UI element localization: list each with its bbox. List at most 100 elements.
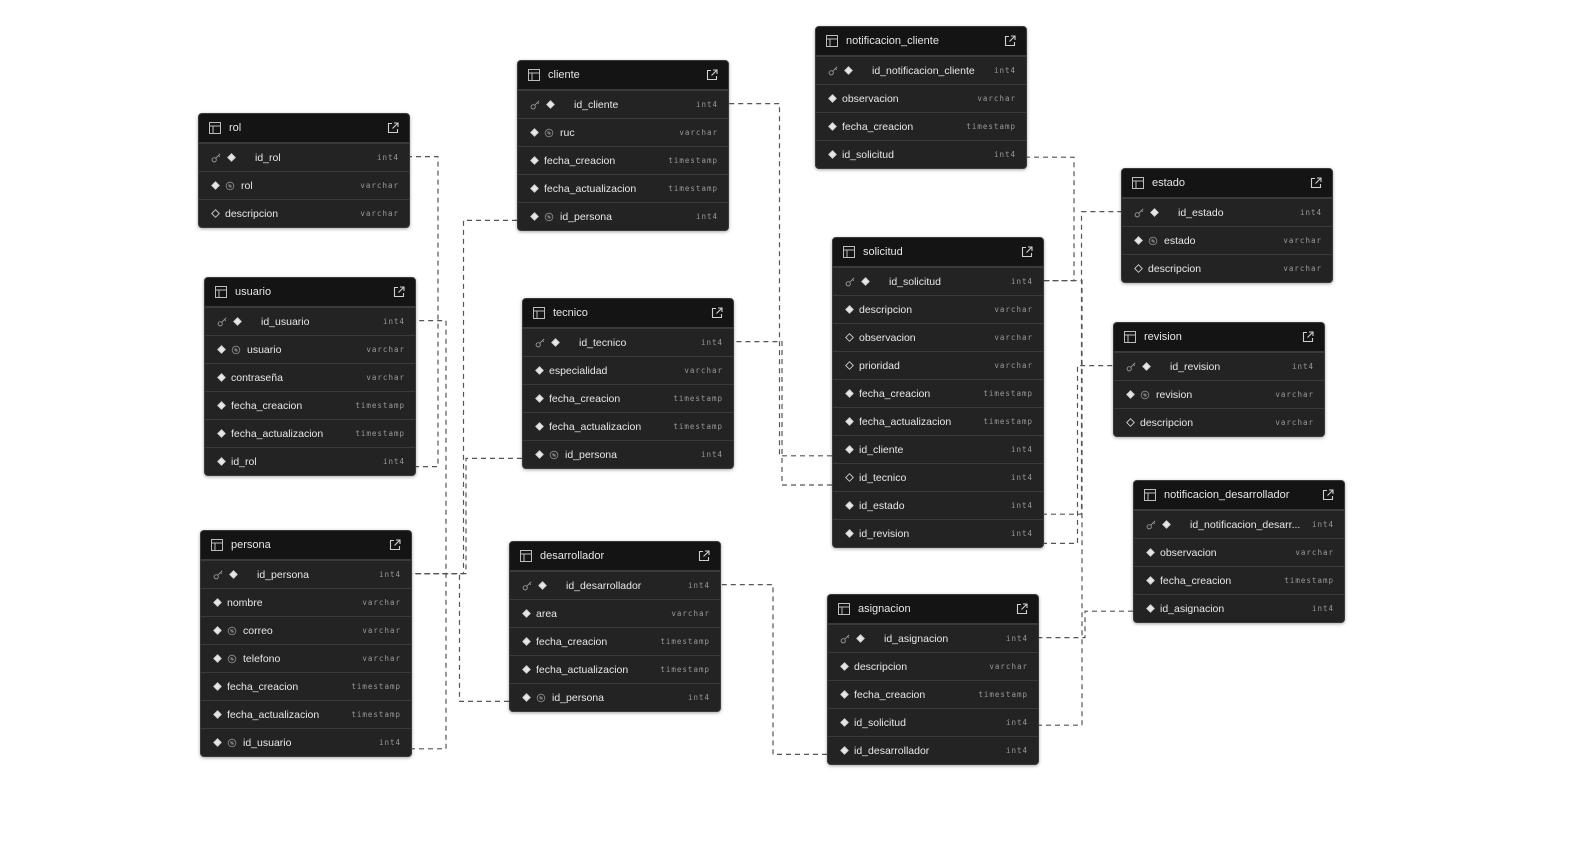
open-table-icon[interactable]: [698, 550, 710, 562]
table-header[interactable]: rol: [199, 114, 409, 143]
open-table-icon[interactable]: [389, 539, 401, 551]
table-header[interactable]: asignacion: [828, 595, 1038, 624]
table-header[interactable]: notificacion_desarrollador: [1134, 481, 1344, 510]
table-header[interactable]: tecnico: [523, 299, 733, 328]
open-table-icon[interactable]: [1310, 177, 1322, 189]
open-table-icon[interactable]: [393, 286, 405, 298]
open-table-icon[interactable]: [1021, 246, 1033, 258]
primary-key-icon: [522, 581, 532, 591]
table-header[interactable]: cliente: [518, 61, 728, 90]
table-header[interactable]: desarrollador: [510, 542, 720, 571]
open-table-icon[interactable]: [1302, 331, 1314, 343]
open-table-icon[interactable]: [711, 307, 723, 319]
not-null-icon: [1162, 520, 1171, 529]
open-table-icon[interactable]: [1004, 35, 1016, 47]
table-header[interactable]: estado: [1122, 169, 1332, 198]
table-header[interactable]: persona: [201, 531, 411, 560]
table-header[interactable]: notificacion_cliente: [816, 27, 1026, 56]
open-table-icon[interactable]: [387, 122, 399, 134]
open-table-icon[interactable]: [1016, 603, 1028, 615]
open-table-icon[interactable]: [706, 69, 718, 81]
not-null-icon: [530, 156, 539, 165]
table-header[interactable]: solicitud: [833, 238, 1043, 267]
open-table-icon[interactable]: [1322, 489, 1334, 501]
column-row[interactable]: id_notificacion_desarr...int4: [1134, 510, 1344, 538]
unique-icon: [544, 212, 554, 221]
table-header[interactable]: revision: [1114, 323, 1324, 352]
table-header[interactable]: usuario: [205, 278, 415, 307]
